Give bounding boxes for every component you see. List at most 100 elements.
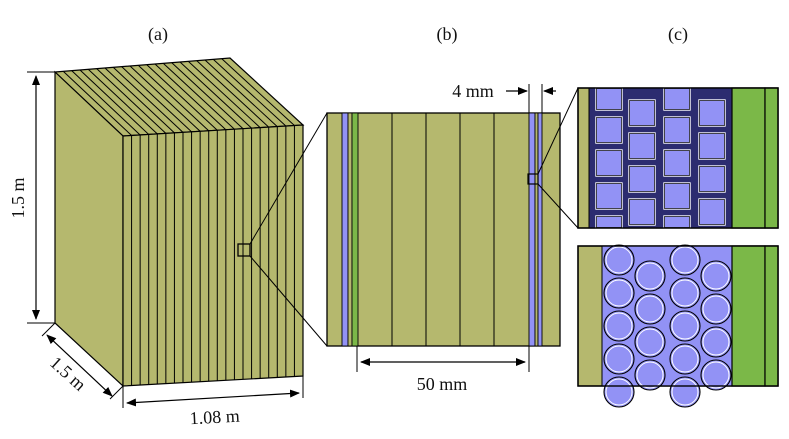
round-fiber xyxy=(700,260,732,292)
block-layer-edge xyxy=(171,62,244,130)
square-fiber xyxy=(698,132,726,160)
zoom-selector-b xyxy=(527,173,539,185)
block-layer-edge xyxy=(187,60,261,128)
calorimeter-block xyxy=(53,57,305,388)
square-fiber xyxy=(663,149,691,177)
block-layer-edge xyxy=(137,64,210,132)
square-fiber xyxy=(628,99,656,127)
round-fiber xyxy=(669,277,701,309)
round-fiber xyxy=(634,326,666,358)
module-strip xyxy=(537,112,543,347)
round-fiber-core xyxy=(702,361,730,389)
square-fiber-outline xyxy=(664,117,690,143)
gap-label: 4 mm xyxy=(452,81,494,101)
round-fiber xyxy=(700,326,732,358)
block-layer-edge xyxy=(79,69,150,135)
round-fiber xyxy=(634,359,666,391)
zoom-line-b-top xyxy=(537,87,579,175)
square-fiber xyxy=(595,87,623,111)
block-layer-edge xyxy=(204,59,278,127)
round-fiber xyxy=(603,244,635,276)
round-fiber-core xyxy=(671,279,699,307)
module-background xyxy=(326,112,561,347)
square-fibers xyxy=(595,87,726,229)
block-layer-edge xyxy=(146,64,218,131)
square-fiber-outline xyxy=(699,100,725,126)
round-fiber-core xyxy=(605,378,633,406)
panel-label-b: (b) xyxy=(437,24,458,45)
block-layer-edge xyxy=(196,60,270,128)
round-fiber-section xyxy=(577,244,779,408)
module-strip xyxy=(351,112,359,347)
square-fiber xyxy=(595,116,623,144)
square-fiber xyxy=(628,132,656,160)
round-fiber xyxy=(634,293,666,325)
round-fiber-core xyxy=(671,345,699,373)
pitch-dimension xyxy=(356,346,530,372)
block-layer-edge xyxy=(154,63,227,131)
round-fiber xyxy=(669,310,701,342)
block-layer-edge xyxy=(212,58,287,127)
square-fiber-outline xyxy=(664,150,690,176)
height-dimension xyxy=(27,71,55,324)
module-strip xyxy=(347,112,353,347)
square-fiber xyxy=(628,165,656,193)
round-fiber xyxy=(700,293,732,325)
square-fiber-outline xyxy=(629,166,655,192)
panel-label-c: (c) xyxy=(668,24,688,45)
square-fiber xyxy=(595,149,623,177)
panel-label-a: (a) xyxy=(148,24,168,45)
square-fiber xyxy=(595,215,623,229)
module-strip xyxy=(528,112,536,347)
block-layer-edge xyxy=(87,68,158,135)
round-fiber-core xyxy=(671,246,699,274)
square-fiber xyxy=(663,182,691,210)
round-fiber-core xyxy=(605,279,633,307)
round-fiber-core xyxy=(605,246,633,274)
square-fiber xyxy=(663,215,691,229)
square-fiber xyxy=(663,116,691,144)
depth-dimension xyxy=(41,322,124,400)
round-fiber-core xyxy=(702,328,730,356)
square-fiber-section xyxy=(577,87,779,229)
round-fiber xyxy=(669,343,701,375)
block-layer-edge xyxy=(62,70,132,136)
square-fiber xyxy=(698,165,726,193)
square-fiber-outline xyxy=(629,199,655,225)
square-fiber xyxy=(628,198,656,226)
square-fiber-outline xyxy=(664,183,690,209)
gap-dimension xyxy=(506,84,556,113)
depth-label: 1.5 m xyxy=(46,352,90,394)
round-fiber-core xyxy=(636,361,664,389)
round-fiber xyxy=(603,310,635,342)
block-layer-edge xyxy=(162,62,235,130)
square-fiber-outline xyxy=(596,183,622,209)
round-fiber-core xyxy=(671,378,699,406)
block-layer-edge xyxy=(104,67,175,134)
square-fiber xyxy=(698,99,726,127)
zoom-line-a-top xyxy=(249,112,328,245)
round-scintillator-strip xyxy=(731,245,766,387)
round-fiber-core xyxy=(605,312,633,340)
zoom-selector-a xyxy=(237,243,251,257)
round-fiber xyxy=(603,343,635,375)
square-fiber-outline xyxy=(629,100,655,126)
block-layer-lines xyxy=(62,58,295,386)
pitch-label: 50 mm xyxy=(417,374,468,394)
module-strips xyxy=(341,112,543,347)
width-dimension xyxy=(122,376,304,408)
square-fiber-outline xyxy=(699,166,725,192)
module-strip xyxy=(534,112,539,347)
round-fiber xyxy=(603,277,635,309)
round-fiber-core xyxy=(636,262,664,290)
square-fiber-outline xyxy=(596,117,622,143)
block-layer-edge xyxy=(71,70,141,136)
block-layer-edge xyxy=(121,66,192,133)
round-fiber-core xyxy=(702,295,730,323)
block-front-face xyxy=(122,124,304,387)
height-label: 1.5 m xyxy=(8,177,28,218)
square-fiber-outline xyxy=(629,133,655,159)
block-layer-edge xyxy=(179,61,252,129)
square-fiber xyxy=(698,198,726,226)
